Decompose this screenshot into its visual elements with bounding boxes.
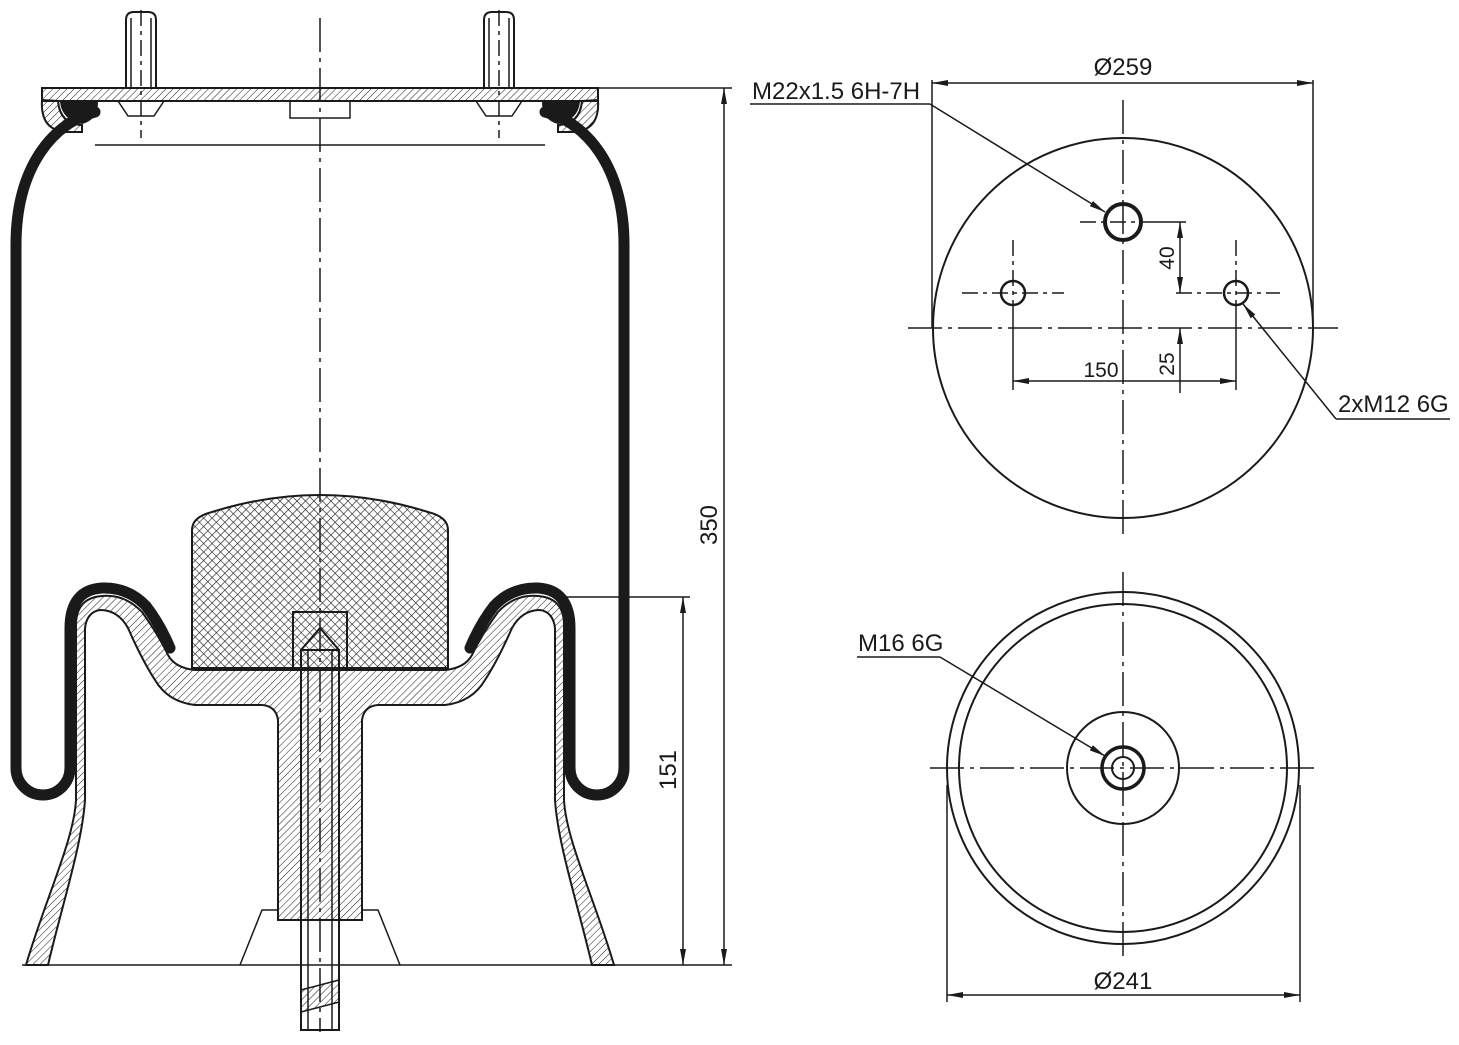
bottom-thread-leader xyxy=(939,656,1106,757)
bellows-right-bead xyxy=(542,102,580,124)
hole-spacing-label: 150 xyxy=(1083,359,1118,382)
side-threads-leader xyxy=(1242,303,1337,420)
center-offset-label: 25 xyxy=(1156,352,1179,375)
top-diameter-label: Ø259 xyxy=(1094,54,1153,81)
top-view: Ø259 40 M22x1.5 6H-7H 150 25 2xM12 6G xyxy=(750,54,1450,540)
top-plate-left-curl xyxy=(40,98,83,133)
side-section-view: 350 151 xyxy=(10,10,732,1032)
center-thread-leader xyxy=(929,103,1106,213)
center-thread-label: M22x1.5 6H-7H xyxy=(752,78,920,105)
bottom-thread-label: M16 6G xyxy=(858,630,943,657)
top-plate-right-curl xyxy=(557,98,600,133)
bottom-diameter-label: Ø241 xyxy=(1094,968,1153,995)
height-dimension-label: 350 xyxy=(696,505,723,545)
piston-height-dimension-label: 151 xyxy=(655,750,682,790)
bottom-view: Ø241 M16 6G xyxy=(857,572,1316,1002)
vertical-offset-label: 40 xyxy=(1156,246,1179,269)
stem-foot-left xyxy=(239,909,278,966)
bellows-left-bead xyxy=(60,102,98,124)
bellows-right-wall xyxy=(464,106,630,801)
bellows-left-wall xyxy=(10,106,176,801)
stem-foot-right xyxy=(362,909,401,966)
side-threads-label: 2xM12 6G xyxy=(1338,391,1449,418)
